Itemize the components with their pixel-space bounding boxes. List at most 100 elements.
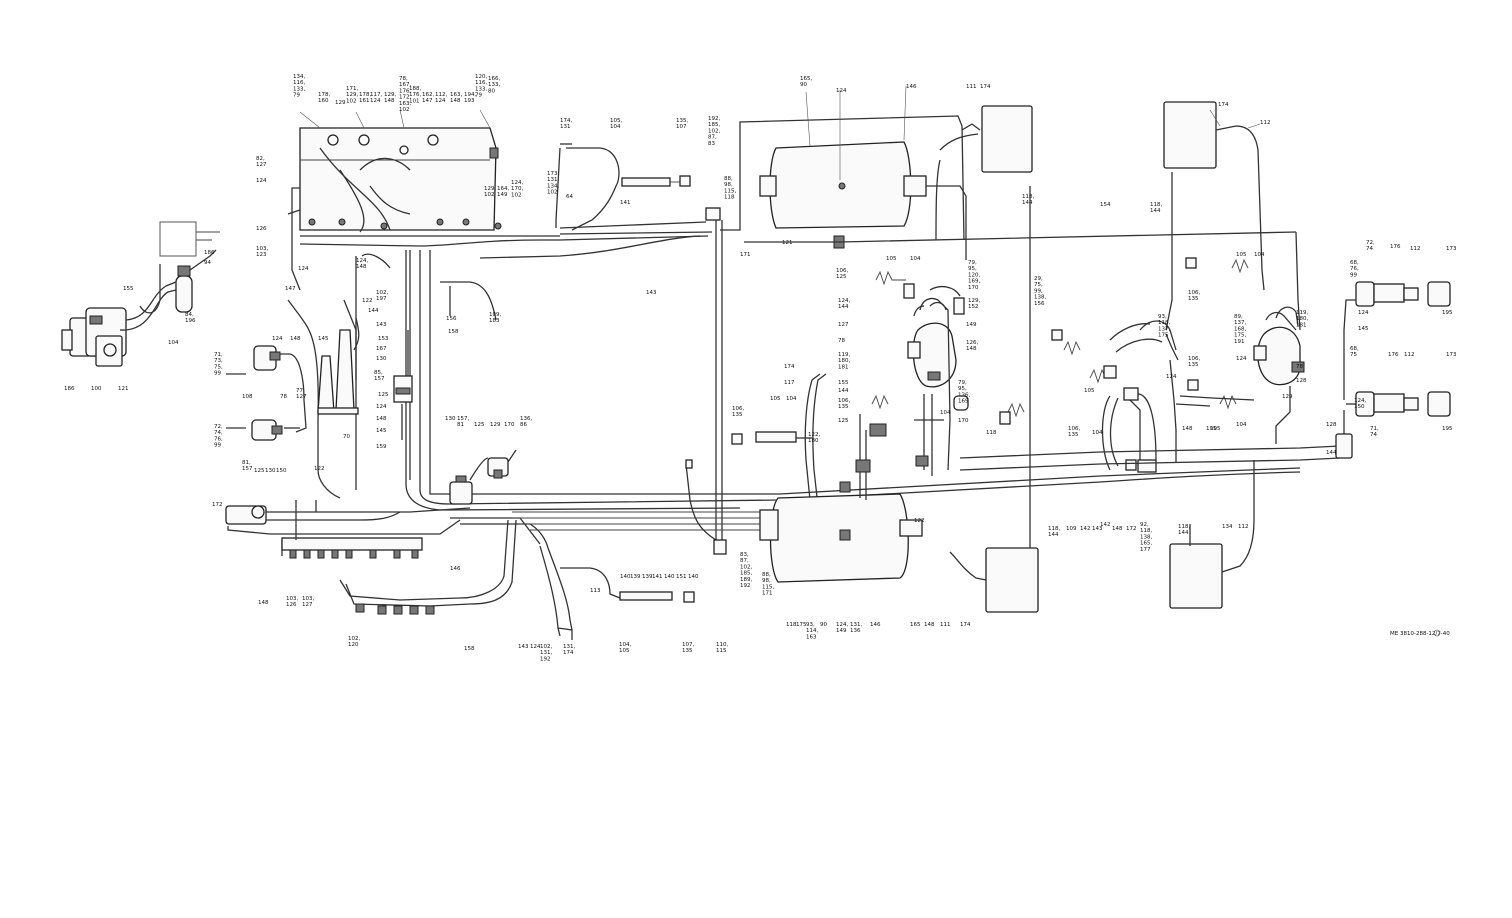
callout-line: 177 — [1140, 547, 1151, 553]
callout-line: 173 — [1446, 352, 1457, 358]
callout-line: 135 — [1188, 296, 1199, 302]
callout-c07: 129,148 — [384, 92, 396, 104]
callout-line: 127 — [296, 394, 307, 400]
callout-line: 144 — [1022, 200, 1033, 206]
callout-line: 134, — [547, 183, 559, 189]
callout-line: 143 — [376, 322, 387, 328]
callout-line: 160 — [318, 98, 329, 104]
callout-line: 85, — [374, 370, 383, 376]
callout-line: 106, — [1068, 426, 1080, 432]
callout-line: 118 — [724, 195, 735, 201]
callout-line: 125 — [474, 422, 485, 428]
callout-line: 118, — [1022, 194, 1034, 200]
callout-c160: 104 — [1092, 430, 1103, 436]
callout-c162: 174 — [1218, 102, 1229, 108]
callout-line: 121 — [782, 240, 793, 246]
callout-line: 113 — [590, 588, 601, 594]
callout-line: 135 — [838, 404, 849, 410]
callout-c66: 78 — [280, 394, 287, 400]
callout-line: 129, — [384, 92, 396, 98]
callout-line: 120 — [348, 642, 359, 648]
callout-line: 102, — [376, 290, 388, 296]
callout-c119: 174 — [980, 84, 991, 90]
callout-line: 116, — [475, 80, 487, 86]
callout-c158: 172 — [1126, 526, 1137, 532]
callout-c135: 129,152 — [968, 298, 980, 310]
callout-c68: 72,74,76,99 — [214, 424, 223, 449]
callout-c134: 125 — [838, 418, 849, 424]
callout-line: 127 — [838, 322, 849, 328]
callout-line: 86 — [520, 422, 527, 428]
callout-line: 194, — [464, 92, 476, 98]
callout-line: 90 — [820, 622, 827, 628]
callout-line: 105 — [1206, 426, 1217, 432]
callout-line: 99 — [214, 371, 221, 377]
callout-line: 122 — [914, 518, 925, 524]
callout-c16: 82,127 — [256, 156, 267, 168]
callout-c143: 105 — [1084, 388, 1095, 394]
callout-line: 166, — [488, 76, 500, 82]
callout-line: 135, — [676, 118, 688, 124]
callout-c194: 173 — [1446, 352, 1457, 358]
callout-line: 159 — [376, 444, 387, 450]
relay-valve-left — [449, 475, 473, 505]
callout-c124: 105 — [886, 256, 897, 262]
callout-line: 128 — [1296, 378, 1307, 384]
callout-line: 102 — [346, 98, 357, 104]
callout-line: 88, — [762, 572, 771, 578]
callout-c72: 150 — [276, 468, 287, 474]
callout-c103: 88,98,115,171 — [762, 572, 774, 597]
callout-c126: 79,95,120,169,170 — [968, 260, 980, 291]
callout-c71: 130 — [265, 468, 276, 474]
callout-c163: 112 — [1260, 120, 1271, 126]
callout-line: 141 — [652, 574, 663, 580]
callout-line: 136 — [850, 628, 861, 634]
callout-line: 191 — [1234, 339, 1245, 345]
callout-line: 186 — [64, 386, 75, 392]
callout-c74: 172 — [212, 502, 223, 508]
callout-line: 87, — [740, 558, 749, 564]
callout-line: 144 — [1326, 450, 1337, 456]
callout-line: 105 — [1236, 252, 1247, 258]
callout-c44: 153 — [378, 336, 389, 342]
callout-c102: 83,87,102,185,189,192 — [740, 552, 752, 589]
callout-c88: 124 — [530, 644, 541, 650]
callout-line: 171 — [740, 252, 751, 258]
callout-c157: 148 — [1112, 526, 1123, 532]
callout-line: 175 — [796, 622, 807, 628]
callout-line: 105 — [770, 396, 781, 402]
callout-line: 78 — [280, 394, 287, 400]
callout-line: 68, — [1350, 260, 1359, 266]
callout-c56: 94 — [204, 260, 211, 266]
callout-line: 93, — [806, 622, 815, 628]
callout-c106: 93,114,163 — [806, 622, 818, 640]
callout-line: 181 — [838, 364, 849, 370]
callout-line: 111 — [940, 622, 951, 628]
callout-line: 106, — [1188, 290, 1200, 296]
callout-c49: 124 — [376, 404, 387, 410]
callout-c02: 178,160 — [318, 92, 330, 104]
callout-line: 124 — [256, 178, 267, 184]
callout-line: 129, — [968, 298, 980, 304]
callout-line: 155 — [123, 286, 134, 292]
callout-line: 135 — [1068, 432, 1079, 438]
relay-valve-right — [487, 457, 509, 479]
callout-line: 101 — [409, 98, 420, 104]
callout-line: 169, — [968, 279, 980, 285]
callout-c59: 186 — [64, 386, 75, 392]
callout-c30: 141 — [620, 200, 631, 206]
callout-line: 118, — [1158, 320, 1170, 326]
callout-c145: 174 — [784, 364, 795, 370]
callout-c60: 100 — [91, 386, 102, 392]
callout-line: 80 — [488, 88, 495, 94]
callout-line: 170 — [968, 285, 979, 291]
callout-line: 135 — [732, 412, 743, 418]
callout-line: 102 — [547, 190, 558, 196]
callout-line: 106, — [1188, 356, 1200, 362]
callout-line: 87, — [708, 135, 717, 141]
callout-line: 124 — [1358, 310, 1369, 316]
callout-c09: 188,176,101 — [409, 86, 421, 104]
callout-line: 170 — [504, 422, 515, 428]
callout-line: 147 — [285, 286, 296, 292]
callout-line: 92, — [1140, 522, 1149, 528]
